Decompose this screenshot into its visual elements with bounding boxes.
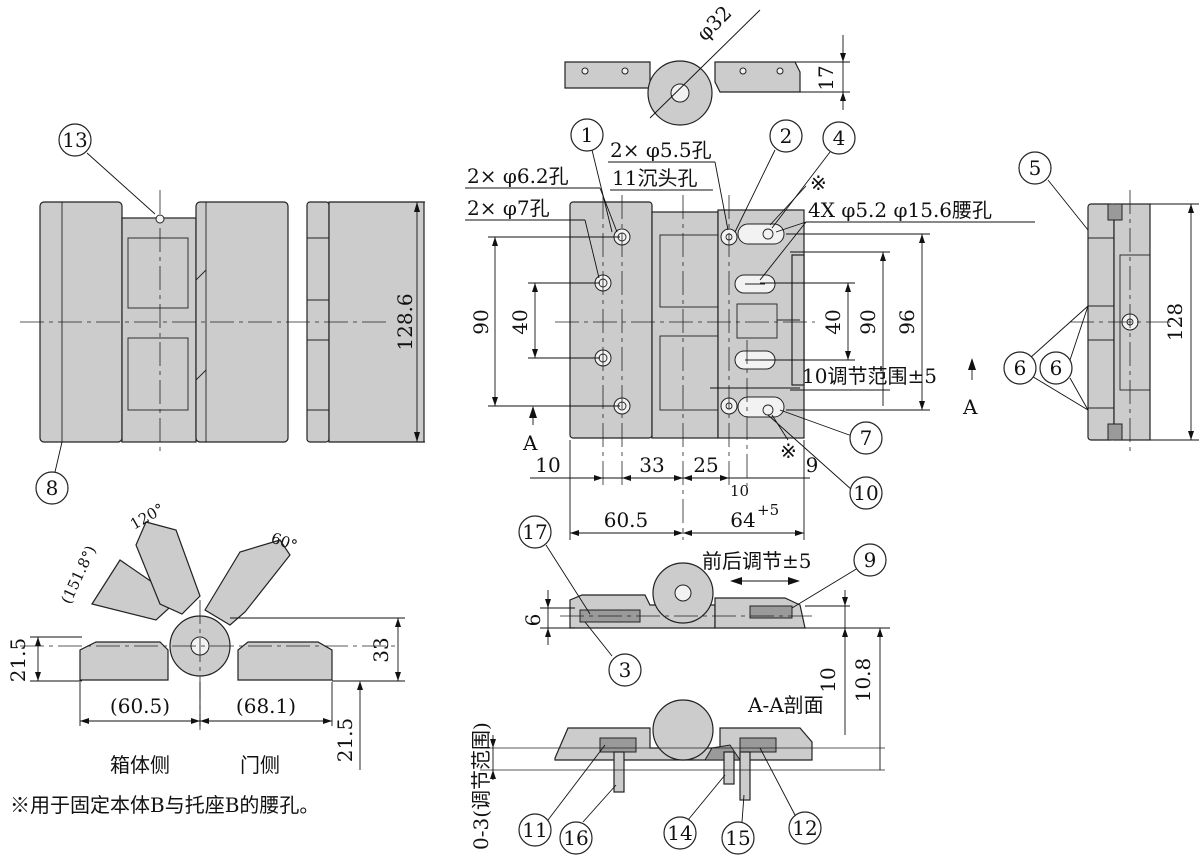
top-view: φ32 17 bbox=[564, 1, 850, 126]
dim-128-6: 128.6 bbox=[393, 293, 417, 350]
dim-40-left: 40 bbox=[508, 309, 532, 334]
callout-15: 15 bbox=[725, 826, 750, 850]
dim-phi32: φ32 bbox=[692, 1, 737, 46]
adjust-side-view: 前后调节±5 6 10 10.8 17 3 9 bbox=[518, 515, 890, 770]
callout-11: 11 bbox=[522, 818, 547, 842]
callout-7: 6 bbox=[1050, 356, 1063, 380]
dim-64: 64 bbox=[730, 508, 755, 532]
hole-label-slot: 4X φ5.2 φ15.6腰孔 bbox=[808, 198, 992, 222]
adjust-range-label: 10调节范围±5 bbox=[802, 364, 937, 388]
hole-label-counterbore: 11沉头孔 bbox=[612, 166, 697, 190]
section-mark-right: A bbox=[962, 395, 978, 419]
dim-90-left: 90 bbox=[469, 309, 493, 334]
callout-17: 17 bbox=[522, 520, 547, 544]
dim-9: 9 bbox=[806, 453, 819, 477]
range-0-3: 0-3(调节范围) bbox=[469, 722, 493, 850]
dim-10-small: 10 bbox=[730, 482, 749, 500]
callout-12-bottom: 12 bbox=[792, 816, 817, 840]
callout-6: 6 bbox=[1014, 356, 1027, 380]
dim-90-right: 90 bbox=[856, 309, 880, 334]
callout-16: 16 bbox=[563, 826, 588, 850]
left-front-view: 128.6 13 8 bbox=[20, 123, 425, 505]
section-view: 0-3(调节范围) A-A剖面 11 16 14 15 12 bbox=[469, 693, 885, 855]
dim-25: 25 bbox=[693, 453, 718, 477]
box-side-label: 箱体侧 bbox=[110, 753, 170, 777]
door-side-label: 门侧 bbox=[240, 753, 280, 777]
dim-33-rot: 33 bbox=[369, 637, 393, 662]
hole-label-phi6-2: 2× φ6.2孔 bbox=[467, 164, 569, 188]
dim-10-vertical: 10 bbox=[816, 667, 840, 692]
right-side-view: 128 5 6 6 bbox=[1003, 151, 1199, 455]
callout-13: 13 bbox=[62, 128, 87, 152]
star-mark-bottom: ※ bbox=[780, 439, 797, 463]
front-back-adjust: 前后调节±5 bbox=[702, 549, 811, 573]
dim-17: 17 bbox=[814, 65, 838, 90]
dim-128: 128 bbox=[1163, 303, 1187, 341]
callout-2: 2 bbox=[780, 124, 793, 148]
angle-151-8: (151.8°) bbox=[57, 543, 100, 607]
dim-60-5: 60.5 bbox=[604, 508, 649, 532]
dim-33: 33 bbox=[639, 453, 664, 477]
hole-label-phi5-5: 2× φ5.5孔 bbox=[610, 138, 712, 162]
callout-10: 7 bbox=[860, 426, 873, 450]
callout-5: 5 bbox=[1029, 156, 1042, 180]
dim-68-1-paren: (68.1) bbox=[236, 694, 296, 718]
callout-4: 4 bbox=[833, 126, 846, 150]
callout-8: 8 bbox=[46, 476, 59, 500]
rotation-view: 21.5 33 21.5 (60.5) (68.1) 120° (151.8°)… bbox=[6, 500, 405, 817]
callout-1: 1 bbox=[581, 123, 594, 147]
dim-6: 6 bbox=[521, 614, 545, 627]
callout-12-top: 10 bbox=[853, 481, 878, 505]
dim-64-tolerance: +5 bbox=[757, 501, 779, 519]
hole-label-phi7: 2× φ7孔 bbox=[467, 196, 550, 220]
dim-21-5-b: 21.5 bbox=[333, 718, 357, 763]
star-mark-top: ※ bbox=[810, 171, 827, 195]
center-front-view: 90 40 A 40 90 96 10调节范围±5 A bbox=[465, 118, 1035, 540]
callout-3: 3 bbox=[619, 658, 632, 682]
dim-40-right: 40 bbox=[821, 309, 845, 334]
callout-14: 14 bbox=[667, 821, 692, 845]
section-mark-left: A bbox=[522, 431, 538, 455]
dim-96: 96 bbox=[895, 309, 919, 334]
callout-9: 9 bbox=[864, 548, 877, 572]
dim-10-8: 10.8 bbox=[851, 658, 875, 703]
dim-10-left: 10 bbox=[535, 453, 560, 477]
dim-21-5-a: 21.5 bbox=[6, 638, 30, 683]
section-aa-title: A-A剖面 bbox=[747, 693, 824, 717]
dim-60-5-paren: (60.5) bbox=[110, 694, 170, 718]
note-text: ※用于固定本体B与托座B的腰孔。 bbox=[10, 793, 319, 817]
